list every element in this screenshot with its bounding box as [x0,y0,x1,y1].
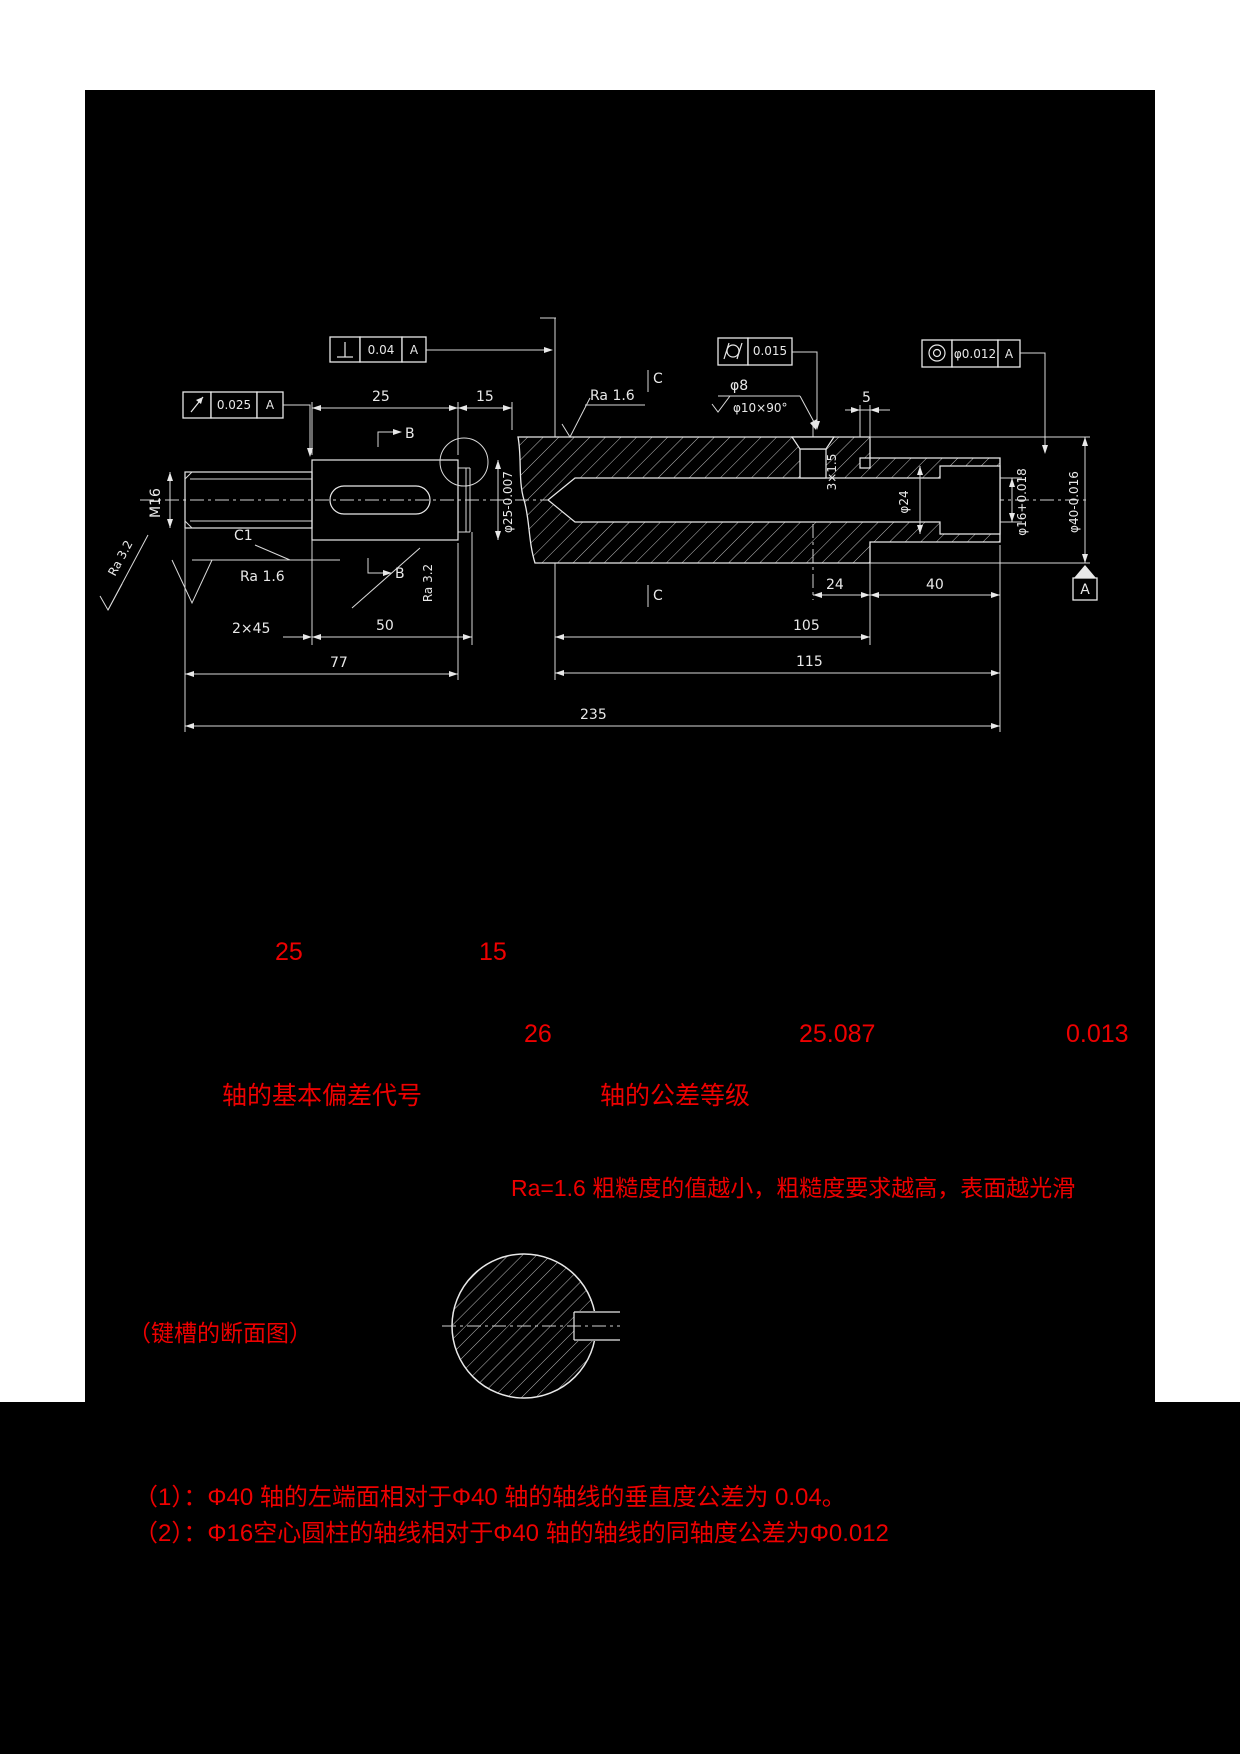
section-c-top: C [653,371,663,387]
dim-5: 5 [862,390,871,406]
dim-77: 77 [330,655,348,671]
chamfer-note: C1 [234,528,291,561]
note-2: （2）：Φ16空心圆柱的轴线相对于Φ40 轴的轴线的同轴度公差为Φ0.012 [134,1520,889,1547]
dim-phi24: φ24 [897,490,911,513]
scan-panel-bottom [0,1402,1240,1754]
section-c-bottom: C [653,588,663,604]
perpendicularity-icon [337,342,353,358]
dim-115: 115 [796,654,823,670]
note-roughness: Ra=1.6 粗糙度的值越小，粗糙度要求越高，表面越光滑 [511,1175,1076,1201]
axial-bore [547,465,1001,535]
ra32-vertical: Ra 3.2 [421,564,435,602]
threaded-stub [184,471,313,529]
answer-25: 25 [275,938,303,966]
datum-a-flag: A [1072,565,1098,601]
note-1: （1）：Φ40 轴的左端面相对于Φ40 轴的轴线的垂直度公差为 0.04。 [134,1484,846,1511]
concentricity-icon [928,344,946,362]
keyway-cross-section [442,1253,629,1399]
shaft-drawing: 25 15 5 M16 φ25-0.007 φ24 φ16+0.018 φ40-… [99,317,1098,732]
dim-phi16: φ16+0.018 [1015,468,1029,536]
dim-c1: C1 [234,528,253,544]
circular-runout-icon [190,396,204,413]
answer-26: 26 [524,1020,552,1048]
dim-phi8: φ8 [730,378,748,394]
dim-2x45: 2×45 [232,621,270,637]
roughness-lower-left: Ra 1.6 [171,559,340,605]
fcf-conc-value: φ0.012 [954,347,996,361]
dim-countersink: φ10×90° [733,401,788,415]
fcf-perpendicularity: 0.04 A [329,336,553,363]
shaft-section-body [517,436,1001,564]
fcf-concentricity: φ0.012 A [921,339,1048,454]
roughness-right-of-b: Ra 3.2 [351,547,435,609]
ra16-top: Ra 1.6 [590,388,635,404]
label-basic-deviation: 轴的基本偏差代号 [222,1082,423,1110]
fcf-runout-value: 0.025 [217,398,251,412]
label-tolerance-grade: 轴的公差等级 [600,1082,751,1110]
answer-25087: 25.087 [799,1020,876,1048]
dim-groove: 3×1.5 [825,454,839,491]
fcf-perp-value: 0.04 [368,343,395,357]
dim-15: 15 [476,389,494,405]
fcf-runout-datum: A [266,398,275,412]
hole-callout: φ8 φ10×90° [711,378,817,430]
fcf-runout: 0.025 A [182,391,313,457]
section-b-top: B [405,426,415,442]
keyway-section [311,437,489,541]
detail-circle [439,437,489,487]
dim-24: 24 [826,577,844,593]
keyway-caption: （键槽的断面图） [128,1320,312,1346]
dim-50: 50 [376,618,394,634]
radial-hole-countersink [790,436,836,450]
cylindricity-icon [723,342,743,360]
dim-25: 25 [372,389,390,405]
fcf-conc-datum: A [1005,347,1014,361]
extension-lines [184,317,1090,732]
keyway-slot [329,485,431,515]
section-b-bottom: B [395,566,405,582]
roughness-top: Ra 1.6 [561,388,645,439]
ra16-lower: Ra 1.6 [240,569,285,585]
section-marks: B B C C [367,370,663,607]
dim-235: 235 [580,707,607,723]
ra32-left: Ra 3.2 [105,538,135,578]
answer-15: 15 [479,938,507,966]
relief-groove [859,457,871,469]
radial-hole [799,448,827,479]
roughness-left: Ra 3.2 [99,534,149,612]
scan-panel-main [85,90,1155,1402]
datum-a-label: A [1080,582,1090,598]
dim-105: 105 [793,618,820,634]
fcf-perp-datum: A [410,343,419,357]
dim-phi40: φ40-0.016 [1067,471,1081,533]
dim-40: 40 [926,577,944,593]
dim-m16: M16 [148,488,164,518]
fcf-cyl-value: 0.015 [753,344,787,358]
fcf-cylindricity: 0.015 [717,337,820,430]
dimensions: 25 15 5 M16 φ25-0.007 φ24 φ16+0.018 φ40-… [148,389,1088,729]
answer-0013: 0.013 [1066,1020,1129,1048]
dim-phi25: φ25-0.007 [501,471,515,533]
